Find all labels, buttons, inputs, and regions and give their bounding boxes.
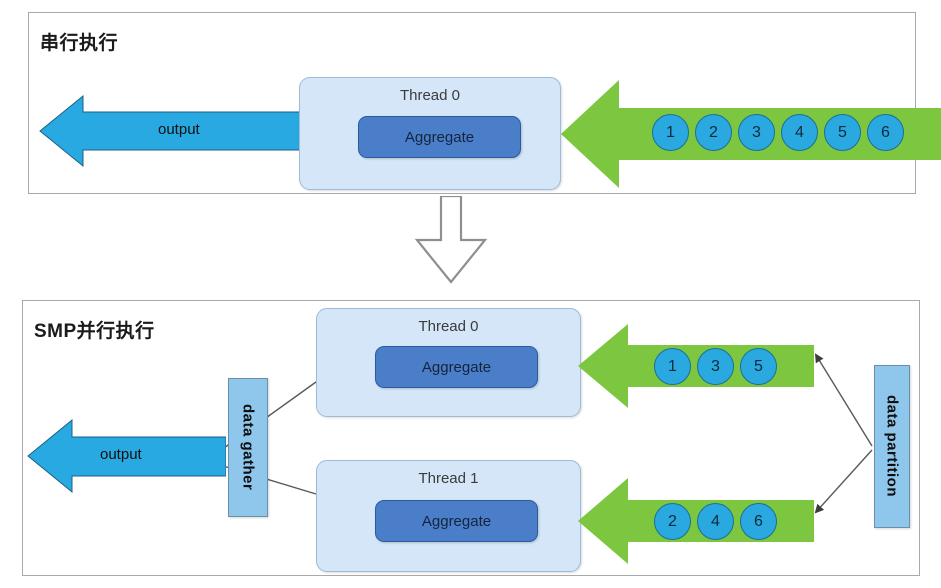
data-chip: 3 <box>697 348 734 385</box>
aggregate-operator: Aggregate <box>358 116 521 158</box>
data-chip: 6 <box>740 503 777 540</box>
smp-thread-1-box: Thread 1 Aggregate <box>316 460 581 572</box>
data-chip: 1 <box>654 348 691 385</box>
smp-output-arrow-shape <box>27 418 226 494</box>
data-gather-box: data gather <box>228 378 268 517</box>
smp-output-label: output <box>100 446 142 463</box>
data-chip: 5 <box>740 348 777 385</box>
thread-label: Thread 0 <box>418 318 479 335</box>
smp-panel-title: SMP并行执行 <box>34 321 155 342</box>
aggregate-operator: Aggregate <box>375 500 538 542</box>
serial-output-arrow-shape <box>39 94 306 168</box>
data-chip: 4 <box>781 114 818 151</box>
smp-thread-0-input-arrow-shape <box>578 324 814 408</box>
data-chip: 4 <box>697 503 734 540</box>
data-chip: 3 <box>738 114 775 151</box>
data-chip: 2 <box>695 114 732 151</box>
data-partition-box: data partition <box>874 365 910 528</box>
thread-label: Thread 1 <box>418 470 479 487</box>
smp-thread-0-chip-row: 1 3 5 <box>654 348 783 385</box>
smp-output-arrow: output <box>26 418 226 494</box>
down-arrow-icon <box>403 194 499 284</box>
smp-thread-1-input-arrow: 2 4 6 <box>578 478 814 564</box>
serial-thread-0-box: Thread 0 Aggregate <box>299 77 561 190</box>
thread-label: Thread 0 <box>399 87 461 104</box>
data-chip: 2 <box>654 503 691 540</box>
smp-thread-0-input-arrow: 1 3 5 <box>578 324 814 408</box>
serial-panel-title: 串行执行 <box>40 33 119 54</box>
smp-thread-0-box: Thread 0 Aggregate <box>316 308 581 417</box>
serial-input-chip-row: 1 2 3 4 5 6 <box>652 114 910 151</box>
data-partition-label: data partition <box>883 395 901 498</box>
serial-output-arrow: output <box>38 94 306 168</box>
aggregate-operator: Aggregate <box>375 346 538 388</box>
data-chip: 1 <box>652 114 689 151</box>
smp-thread-1-chip-row: 2 4 6 <box>654 503 783 540</box>
smp-thread-1-input-arrow-shape <box>578 478 814 564</box>
serial-output-label: output <box>158 121 200 138</box>
data-chip: 6 <box>867 114 904 151</box>
data-gather-label: data gather <box>239 404 257 491</box>
serial-input-arrow: 1 2 3 4 5 6 <box>561 80 941 188</box>
data-chip: 5 <box>824 114 861 151</box>
